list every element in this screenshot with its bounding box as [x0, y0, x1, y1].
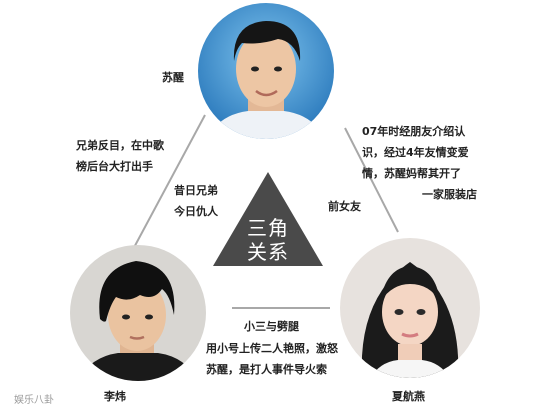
relation-top-left-outer-line2: 榜后台大打出手: [76, 159, 153, 173]
line-top-right: [344, 127, 399, 233]
relation-top-right-outer: 07年时经朋友介绍认 识，经过4年友情变爱 情，苏醒妈帮其开了 一家服装店: [362, 122, 477, 206]
relation-top-left-inner-line2: 今日仇人: [174, 204, 218, 218]
center-triangle: [213, 172, 323, 266]
portrait-left: [70, 245, 206, 381]
name-right: 夏航燕: [392, 390, 425, 403]
relation-top-left-outer-line1: 兄弟反目，在中歌: [76, 139, 164, 152]
relation-top-right-inner: 前女友: [328, 200, 361, 213]
portrait-top: [198, 3, 334, 139]
center-title: 三角 关系: [238, 216, 298, 264]
name-left: 李炜: [104, 390, 126, 403]
relation-bottom-text: 用小号上传二人艳照，激怒 苏醒，是打人事件导火索: [206, 339, 338, 381]
relation-bottom-text-line2: 苏醒，是打人事件导火索: [206, 362, 327, 376]
relation-bottom-text-line1: 用小号上传二人艳照，激怒: [206, 342, 338, 355]
line-top-left: [129, 114, 206, 256]
relation-top-left-inner-line1: 昔日兄弟: [174, 184, 218, 197]
relation-top-right-outer-line2: 识，经过4年友情变爱: [362, 145, 469, 159]
name-top: 苏醒: [162, 71, 184, 84]
relation-top-right-outer-line1: 07年时经朋友介绍认: [362, 125, 466, 138]
center-title-line2: 关系: [247, 240, 289, 264]
relation-top-left-inner: 昔日兄弟 今日仇人: [174, 181, 218, 223]
relation-top-right-outer-line4: 一家服装店: [422, 187, 477, 201]
portrait-right: [340, 238, 480, 378]
watermark: 娱乐八卦: [14, 395, 54, 406]
center-title-line1: 三角: [247, 216, 289, 240]
relation-bottom-heading: 小三与劈腿: [244, 320, 299, 333]
relation-top-left-outer: 兄弟反目，在中歌 榜后台大打出手: [76, 136, 164, 178]
relation-top-right-outer-line3: 情，苏醒妈帮其开了: [362, 166, 461, 180]
